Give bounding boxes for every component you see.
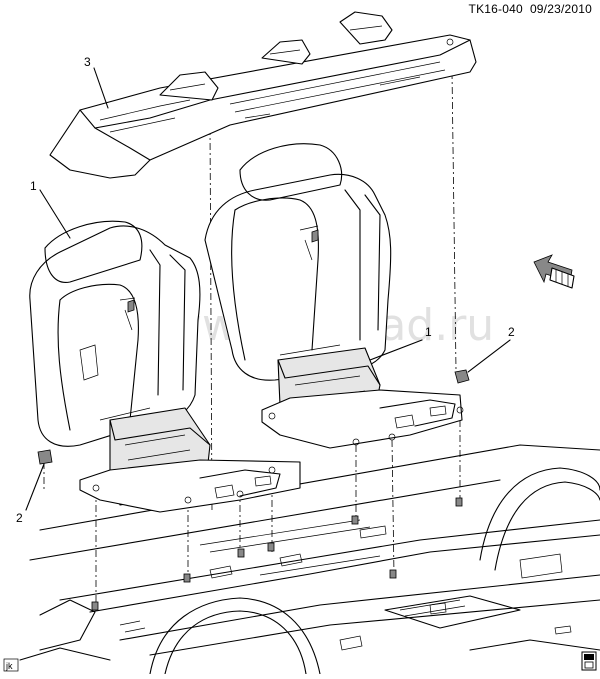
callout-3: 3 — [84, 55, 91, 69]
part-1-left-seat-riser — [79, 407, 301, 611]
leader-line-1-left — [39, 189, 71, 239]
service-manual-icon — [581, 651, 597, 671]
part-1-right-seat-riser — [261, 347, 464, 579]
callout-1-left: 1 — [30, 179, 37, 193]
diagram-code: TK16-040 — [468, 2, 523, 16]
diagram-header: TK16-040 09/23/2010 — [469, 2, 592, 16]
callout-2-right: 2 — [508, 325, 515, 339]
part-3-floor-console-panel — [49, 11, 477, 179]
diagram-date: 09/23/2010 — [529, 2, 592, 16]
callout-1-right: 1 — [425, 325, 432, 339]
leader-line-1-right — [369, 339, 423, 361]
part-2-nut-right — [454, 339, 511, 384]
part-2-nut-left — [25, 449, 53, 511]
corner-label-box — [3, 658, 19, 672]
front-arrow-icon — [533, 254, 575, 289]
corner-label: jk — [5, 661, 13, 671]
part-1-right-seat-back — [204, 143, 392, 381]
callout-2-left: 2 — [16, 511, 23, 525]
part-1-left-seat-back — [29, 220, 201, 447]
assembly-guide-lines — [43, 71, 461, 610]
vehicle-floor-panel — [19, 444, 600, 675]
leader-line-3 — [93, 67, 109, 109]
